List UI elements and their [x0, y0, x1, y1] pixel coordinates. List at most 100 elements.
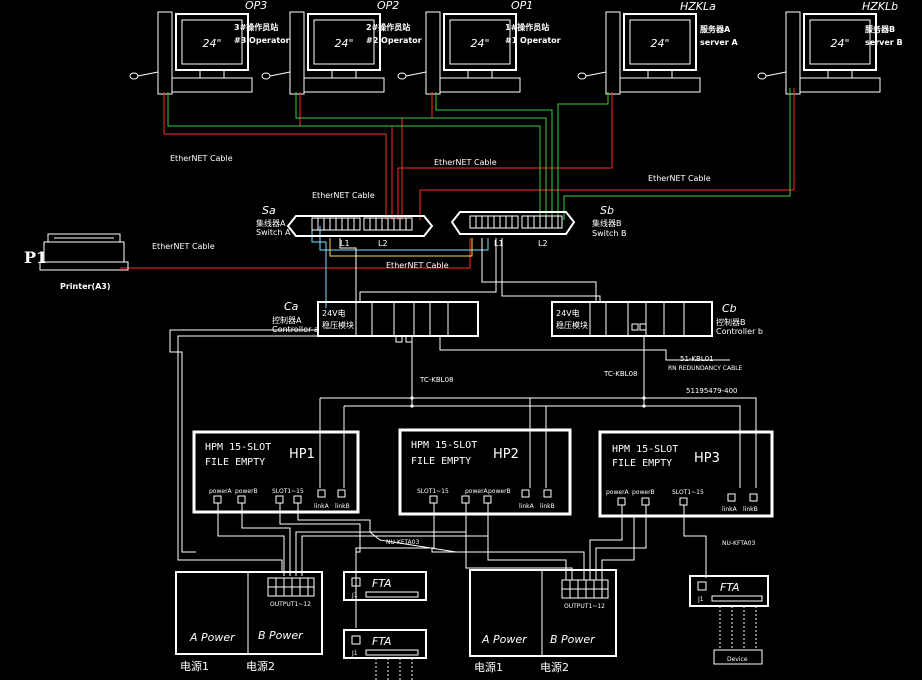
- monitor-icon: [623, 13, 697, 71]
- hp2-line1: HPM 15-SLOT: [411, 440, 477, 451]
- keyboard-icon: [439, 77, 521, 93]
- mouse-icon: [757, 72, 767, 80]
- hp2-link-a: linkA: [519, 503, 535, 510]
- hp1-power-a: powerA: [209, 488, 233, 495]
- ps1-cn1: 电源1: [180, 659, 209, 673]
- fta-label: FTA: [372, 635, 392, 648]
- controller-bus-lines: [169, 329, 757, 572]
- ps2-b: B Power: [550, 633, 596, 646]
- switch-b-cn: 集线器B: [592, 218, 622, 228]
- hp3-line2: FILE EMPTY: [612, 458, 672, 469]
- hp1-line1: HPM 15-SLOT: [205, 442, 271, 453]
- redundancy-label-2: RN REDUNDANCY CABLE: [668, 365, 743, 372]
- hp3-tag: HP3: [694, 451, 720, 466]
- monitor-icon: [307, 13, 381, 71]
- server-b-en: server B: [865, 38, 903, 47]
- screen-size-label: 24": [470, 37, 489, 50]
- server-b-cn: 服务器B: [865, 24, 895, 34]
- ethernet-red-lines: [120, 88, 795, 269]
- screen-size-label: 24": [650, 37, 669, 50]
- fta-label: FTA: [372, 577, 392, 590]
- hp1-link-a: linkA: [314, 503, 330, 510]
- tower-icon: [425, 11, 441, 95]
- ps2-cn2: 电源2: [540, 660, 569, 674]
- hp1-line2: FILE EMPTY: [205, 457, 265, 468]
- screen-size-label: 24": [202, 37, 221, 50]
- op1-tag: OP1: [511, 0, 533, 12]
- switch-b-en: Switch B: [592, 229, 626, 238]
- controller-b-power: 24V电: [556, 308, 580, 318]
- ps2-cn1: 电源1: [474, 660, 503, 674]
- op3-cn: 3#操作员站: [234, 22, 278, 32]
- ps1-a: A Power: [189, 631, 236, 644]
- hp3-power-a: powerA: [606, 489, 630, 496]
- workstation-server-a: 24": [577, 11, 701, 95]
- keyboard-icon: [303, 77, 385, 93]
- op2-en: #2 Operator: [366, 36, 422, 45]
- keyboard-icon: [799, 77, 881, 93]
- monitor-icon: [443, 13, 517, 71]
- tower-icon: [157, 11, 173, 95]
- switch-a-tag: Sa: [262, 204, 276, 217]
- cable-label-1: EtherNET Cable: [170, 154, 233, 163]
- controller-a-module: 稳压模块: [322, 320, 354, 330]
- redundancy-label-1: 51-KBL01: [680, 355, 714, 363]
- switch-a-l2: L2: [378, 239, 388, 248]
- op2-tag: OP2: [377, 0, 399, 12]
- workstation-op1: 24": [397, 11, 521, 95]
- switch-a-en: Switch A: [256, 228, 291, 237]
- junction-dot: [410, 396, 414, 400]
- tower-icon: [289, 11, 305, 95]
- cable-label-3: EtherNET Cable: [648, 174, 711, 183]
- op3-en: #3 Operator: [234, 36, 290, 45]
- server-a-cn: 服务器A: [700, 24, 731, 34]
- printer-icon: [39, 233, 129, 271]
- tc-kbl-a: TC-KBL08: [419, 376, 453, 384]
- controller-b: [551, 301, 713, 337]
- cable-label-4: EtherNET Cable: [312, 191, 375, 200]
- controller-a-tag: Ca: [284, 300, 299, 313]
- mouse-icon: [261, 72, 271, 80]
- printer-label: Printer(A3): [60, 282, 111, 291]
- keyboard-icon: [619, 77, 701, 93]
- switch-b-tag: Sb: [600, 204, 614, 217]
- fta-pin: J1: [351, 650, 358, 657]
- hpm-hp3: HPM 15-SLOT FILE EMPTY HP3 powerA powerB…: [598, 430, 774, 518]
- controller-links: [311, 226, 601, 308]
- hp2-power-a: powerA: [465, 488, 489, 495]
- hp3-slot: SLOT1~15: [672, 489, 704, 496]
- controller-b-module: 稳压模块: [556, 320, 588, 330]
- controller-a-cn: 控制器A: [272, 315, 302, 325]
- junction-dot: [410, 404, 414, 408]
- printer-tag: P1: [24, 248, 47, 267]
- field-wiring: [217, 503, 707, 628]
- screen-size-label: 24": [334, 37, 353, 50]
- workstation-op2: 24": [261, 11, 385, 95]
- hp3-power-b: powerB: [632, 489, 655, 496]
- mouse-icon: [577, 72, 587, 80]
- cable-label-5: EtherNET Cable: [152, 242, 215, 251]
- tc-kbl-b: TC-KBL08: [603, 370, 637, 378]
- server-b-tag: HZKLb: [862, 0, 898, 13]
- hp1-link-b: linkB: [335, 503, 350, 510]
- switch-b: [450, 211, 576, 235]
- ps2-output: OUTPUT1~12: [564, 603, 605, 610]
- hp2-tag: HP2: [493, 447, 519, 462]
- fta-left-top: FTA J1: [343, 571, 427, 601]
- cable-label-2: EtherNET Cable: [434, 158, 497, 167]
- hp1-slot: SLOT1~15: [272, 488, 304, 495]
- ps1-cn2: 电源2: [246, 659, 275, 673]
- hp2-link-b: linkB: [540, 503, 555, 510]
- fta-cable-left: NU-KFTA03: [386, 539, 419, 546]
- hp2-slot: SLOT1~15: [417, 488, 449, 495]
- op1-en: #1 Operator: [505, 36, 561, 45]
- monitor-icon: [803, 13, 877, 71]
- switch-a: [286, 215, 434, 237]
- controller-a: [317, 301, 479, 343]
- device-label: Device: [727, 656, 748, 663]
- switch-b-l1: L1: [494, 239, 504, 248]
- hp3-line1: HPM 15-SLOT: [612, 444, 678, 455]
- hp3-link-a: linkA: [722, 506, 738, 513]
- power-supply-2: OUTPUT1~12 A Power B Power: [469, 569, 617, 657]
